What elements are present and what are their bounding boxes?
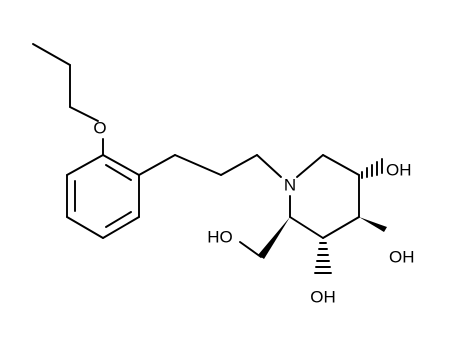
bond-linker-4	[256, 154, 282, 178]
hashed-bond-c5-oh	[314, 242, 332, 274]
bond-propyl-c3-o	[69, 106, 99, 122]
propyl-chain	[32, 43, 99, 122]
ring-double-bond-b	[105, 211, 132, 228]
bond-propyl-c1-c2	[32, 43, 71, 66]
hydroxyl-c4-label: OH	[389, 248, 415, 267]
ether-oxygen-label: O	[93, 119, 106, 138]
nitrogen-label: N	[284, 176, 296, 195]
bond-n-c2	[296, 154, 324, 178]
ring-bond-3	[102, 216, 140, 239]
benzene-ring	[66, 154, 140, 239]
hydroxyl-c5-label: OH	[310, 288, 336, 307]
piperidine-ring	[289, 154, 360, 239]
bond-c4-c5	[322, 216, 360, 239]
hydroxyl-c3-label: OH	[386, 161, 412, 180]
ring-bond-6	[66, 154, 104, 176]
bond-linker-1	[138, 154, 176, 176]
ring-bond-1	[102, 154, 140, 176]
bond-ch2-oh	[239, 241, 262, 258]
propylene-linker	[138, 154, 282, 178]
ring-bond-4	[66, 216, 104, 239]
bond-linker-3	[220, 154, 258, 176]
bond-c2-c3	[322, 154, 360, 176]
ring-double-bond-a	[105, 164, 132, 181]
wedge-bond-c4-oh	[359, 217, 387, 232]
hydroxymethyl-label: HO	[207, 228, 233, 247]
wedge-bond-c6-ch2	[258, 217, 290, 259]
hashed-bond-c3-oh	[361, 158, 383, 179]
bond-c5-c6	[289, 216, 324, 239]
bond-linker-2	[174, 154, 222, 176]
